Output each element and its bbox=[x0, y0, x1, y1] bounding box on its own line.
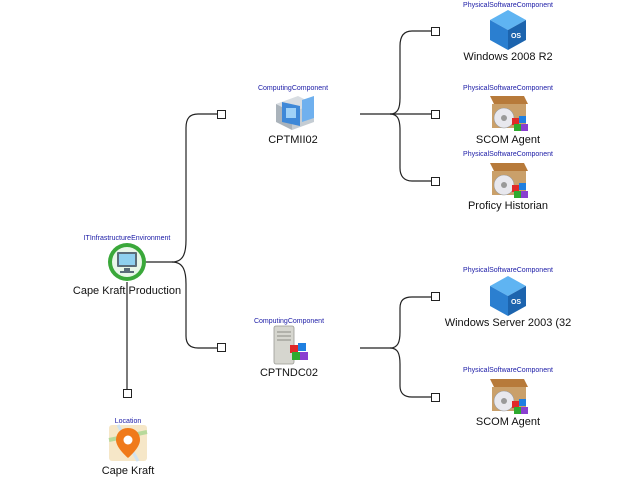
location-type-label: Location bbox=[114, 418, 142, 425]
edge-cptndc02-win2003 bbox=[360, 296, 431, 349]
scom2-type-label: PhysicalSoftwareComponent bbox=[463, 367, 553, 374]
os-cube-icon[interactable]: OS bbox=[490, 10, 526, 50]
scom2-node-label[interactable]: SCOM Agent bbox=[475, 416, 541, 428]
expand-connector-cptmii02[interactable] bbox=[217, 110, 226, 119]
cptndc02-node-label[interactable]: CPTNDC02 bbox=[259, 367, 319, 379]
win2008-node-label[interactable]: Windows 2008 R2 bbox=[463, 51, 553, 63]
map-pin-icon[interactable] bbox=[108, 424, 148, 462]
proficy-type-label: PhysicalSoftwareComponent bbox=[463, 151, 553, 158]
expand-connector-cptndc02[interactable] bbox=[217, 343, 226, 352]
software-box-icon[interactable] bbox=[490, 96, 528, 131]
scom1-node-label[interactable]: SCOM Agent bbox=[475, 134, 541, 146]
expand-connector-scom2[interactable] bbox=[431, 393, 440, 402]
expand-connector-proficy[interactable] bbox=[431, 177, 440, 186]
cptmii02-type-label: ComputingComponent bbox=[257, 85, 329, 92]
scom1-type-label: PhysicalSoftwareComponent bbox=[463, 85, 553, 92]
expand-connector-win2008[interactable] bbox=[431, 27, 440, 36]
edge-cptmii02-win2008 bbox=[360, 30, 431, 115]
win2008-type-label: PhysicalSoftwareComponent bbox=[463, 2, 553, 9]
connector-lines bbox=[126, 30, 431, 398]
server-workstation-icon[interactable] bbox=[276, 96, 314, 130]
expand-connector-location[interactable] bbox=[123, 389, 132, 398]
svg-text:OS: OS bbox=[511, 33, 521, 40]
win2003-node-label[interactable]: Windows Server 2003 (32 bbox=[444, 317, 572, 329]
software-box-icon[interactable] bbox=[490, 379, 528, 414]
edge-env-cptndc02 bbox=[171, 261, 217, 349]
env-type-label: ITInfrastructureEnvironment bbox=[83, 235, 171, 242]
server-tower-icon[interactable] bbox=[273, 325, 308, 365]
env-node-label[interactable]: Cape Kraft Production bbox=[72, 285, 182, 297]
expand-connector-win2003[interactable] bbox=[431, 292, 440, 301]
environment-monitor-icon[interactable] bbox=[108, 243, 146, 281]
os-cube-icon[interactable]: OS bbox=[490, 276, 526, 316]
proficy-node-label[interactable]: Proficy Historian bbox=[467, 200, 549, 212]
cptmii02-node-label[interactable]: CPTMII02 bbox=[268, 134, 318, 146]
edge-cptndc02-scom2 bbox=[389, 347, 431, 398]
software-box-icon[interactable] bbox=[490, 163, 528, 198]
svg-text:OS: OS bbox=[511, 299, 521, 306]
expand-connector-scom1[interactable] bbox=[431, 110, 440, 119]
location-node-label[interactable]: Cape Kraft bbox=[101, 465, 155, 477]
edge-env-cptmii02 bbox=[146, 113, 217, 263]
cptndc02-type-label: ComputingComponent bbox=[253, 318, 325, 325]
win2003-type-label: PhysicalSoftwareComponent bbox=[463, 267, 553, 274]
edge-cptmii02-proficy bbox=[389, 113, 431, 182]
